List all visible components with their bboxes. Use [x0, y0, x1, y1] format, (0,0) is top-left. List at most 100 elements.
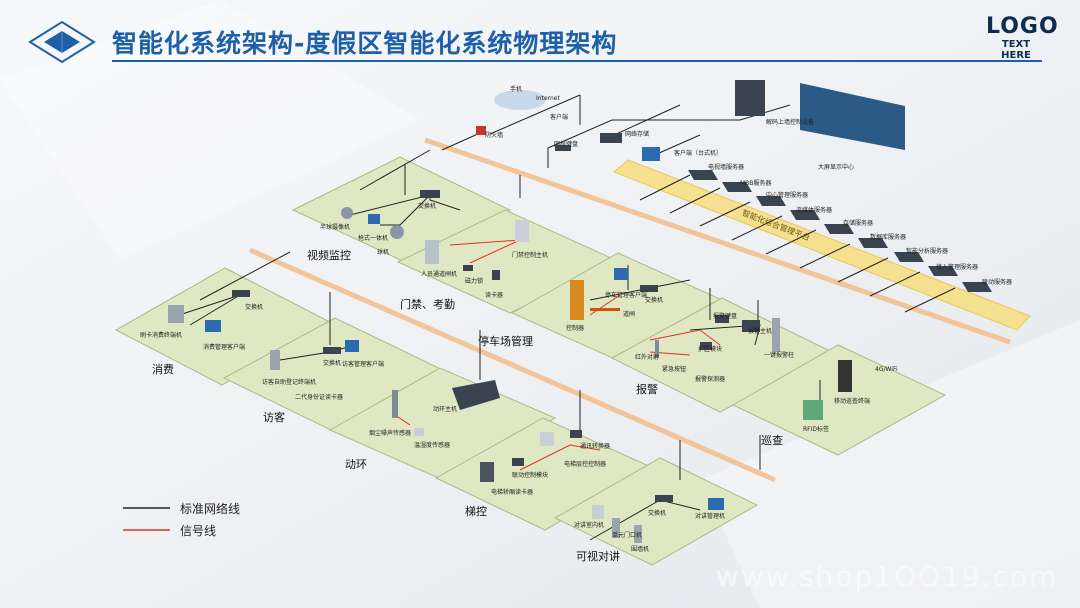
server-icons [688, 170, 992, 292]
elevator-reader-icon [480, 462, 494, 482]
device-label: 温湿度传感器 [414, 442, 451, 449]
title-rule [112, 60, 1042, 62]
ir-beam-icon [655, 340, 659, 358]
zone-label-consume: 消费 [152, 363, 174, 376]
big-screen-label: 大屏显示中心 [818, 164, 855, 171]
firewall-icon [476, 126, 486, 135]
zone-label-access: 门禁、考勤 [400, 298, 455, 311]
switch-icon [420, 190, 440, 198]
zone-label-video: 视频监控 [307, 249, 351, 262]
storage-icon [600, 133, 622, 143]
device-label: 动环主机 [433, 406, 458, 413]
server-label: 智能分析服务器 [906, 248, 949, 255]
device-label: 停车管理客户端 [605, 292, 648, 299]
device-label: 交换机 [323, 360, 342, 367]
logo-text: LOGO [986, 14, 1059, 39]
device-label: 读卡器 [485, 292, 504, 299]
watermark: www.shop1OO19.com [716, 560, 1059, 593]
consume-client-icon [205, 320, 221, 332]
wall-unit-icon [634, 525, 642, 543]
server-label: 存储服务器 [843, 220, 874, 227]
zone-label-patrol: 巡查 [761, 434, 783, 447]
zone-label-alarm: 报警 [636, 383, 658, 396]
net-keyboard-label: 网络键盘 [554, 141, 579, 148]
ball-camera-icon [390, 225, 404, 239]
device-label: 报警主机 [748, 328, 773, 335]
decoder-icon [735, 80, 765, 116]
intercom-mgr-icon [708, 498, 724, 510]
diamond-icon [28, 20, 96, 64]
server-label: 流媒体服务器 [796, 207, 833, 214]
device-label: RFID标签 [803, 426, 830, 433]
device-label: 门禁控制主机 [512, 252, 549, 259]
maglock-icon [463, 265, 473, 271]
visitor-kiosk-icon [270, 350, 280, 370]
zone-patrol [731, 344, 947, 456]
device-label: 报警探测器 [695, 376, 726, 383]
device-label: 访客自助登记终端机 [262, 379, 317, 386]
gun-camera-icon [368, 214, 380, 224]
cloud-icon [494, 90, 546, 110]
zone-intercom [553, 457, 759, 566]
phone-label: 手机 [510, 86, 523, 93]
temp-sensor-icon [414, 428, 424, 436]
device-label: 紧急按钮 [662, 366, 687, 373]
internet-label: Internet [536, 95, 560, 102]
device-label: 烟尘噪声传感器 [369, 430, 412, 437]
device-label: 道闸 [623, 311, 636, 318]
device-label: 电梯层控控制器 [564, 461, 607, 468]
device-label: 访客管理客户端 [342, 361, 385, 368]
server-label: 接入管理服务器 [936, 264, 979, 271]
device-label: 交换机 [645, 297, 664, 304]
device-label: 交换机 [245, 304, 264, 311]
rfid-tag-icon [803, 400, 823, 420]
zone-label-env: 动环 [345, 458, 367, 471]
device-label: 报警键盘 [713, 313, 738, 320]
intercom-indoor-icon [592, 505, 604, 519]
visitor-switch-icon [323, 347, 341, 354]
keyboard-icon [555, 145, 571, 151]
access-ctrl-icon [515, 220, 529, 242]
client-desktop-label: 客户端（台式机） [674, 150, 723, 157]
backbone-lower [248, 247, 777, 483]
device-label: 刷卡消费终端机 [140, 332, 183, 339]
intercom-switch-icon [655, 495, 673, 502]
link-module-icon [512, 458, 524, 466]
device-label: 对讲管理机 [695, 513, 726, 520]
video-wall-icon [800, 83, 905, 150]
device-label: 枪式一体机 [358, 235, 389, 242]
platform-band [613, 159, 1031, 331]
parking-switch-icon [640, 285, 658, 292]
alarm-host-icon [742, 320, 760, 332]
parking-client-icon [614, 268, 628, 280]
device-label: 二代身份证读卡器 [295, 394, 344, 401]
device-label: 交换机 [418, 203, 437, 210]
device-label: 移动巡查终端 [834, 398, 871, 405]
net-storage-label: 网络存储 [625, 131, 650, 138]
patrol-terminal-icon [838, 360, 852, 392]
device-label: 消费管理客户端 [203, 344, 246, 351]
alarm-module-icon [700, 342, 712, 350]
env-host-icon [452, 380, 500, 410]
env-sensor-icon [392, 390, 398, 418]
device-label: 磁力锁 [465, 278, 484, 285]
device-label: 对讲室内机 [574, 522, 605, 529]
client-top-label: 客户端 [550, 114, 569, 121]
desktop-icon [642, 147, 660, 161]
device-label: 扩区模块 [698, 346, 723, 353]
pos-icon [168, 305, 184, 323]
server-label: 联动服务器 [982, 279, 1013, 286]
alarm-pillar-icon [772, 318, 780, 352]
zone-label-visitor: 访客 [263, 411, 285, 424]
barrier-icon [590, 308, 620, 311]
firewall-label: 防火墙 [485, 132, 504, 139]
dome-camera-icon [341, 207, 353, 219]
zone-label-elevator: 梯控 [465, 505, 487, 518]
zone-label-intercom: 可视对讲 [576, 550, 620, 563]
server-label: 数据库服务器 [870, 234, 907, 241]
device-label: 球机 [377, 249, 390, 256]
server-label: MBB服务器 [740, 180, 772, 187]
device-label: 联动控制模块 [512, 472, 549, 479]
parking-ctrl-icon [570, 280, 584, 320]
